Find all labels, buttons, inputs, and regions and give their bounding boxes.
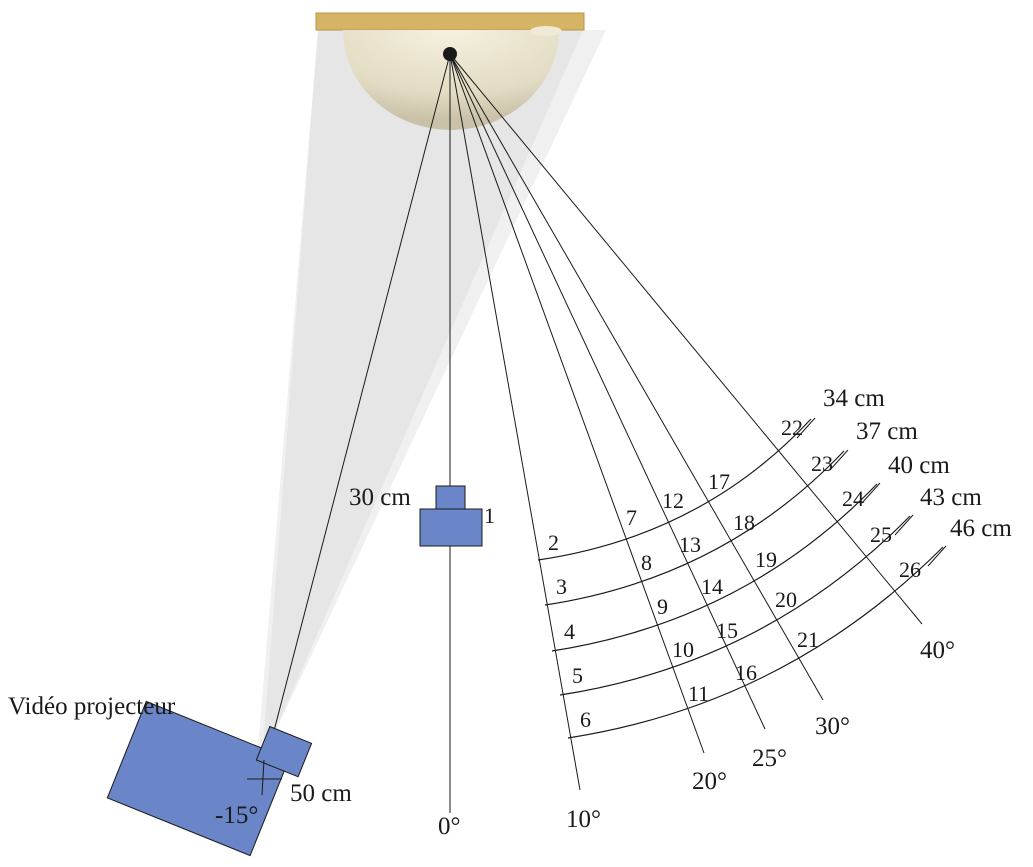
position-label: 16 [735, 660, 757, 685]
projector-lens [255, 725, 313, 778]
ray-10 [449, 53, 581, 791]
position-label: 10 [672, 637, 694, 662]
angle-label-20: 20° [692, 768, 727, 795]
position-label: 22 [781, 415, 803, 440]
position-label: 7 [626, 505, 637, 530]
tick-43cm [894, 514, 914, 536]
position-label: 6 [580, 707, 591, 732]
position-label: 5 [572, 663, 583, 688]
angle-label-0: 0° [438, 813, 461, 840]
distance-label-50cm: 50 cm [290, 780, 352, 807]
distance-label-40cm: 40 cm [888, 452, 950, 479]
source-label: Vidéo projecteur [8, 693, 176, 720]
position-labels: 1 2 3 4 5 6 7 8 9 10 11 12 13 14 15 16 1… [484, 415, 921, 732]
position-label: 17 [708, 469, 730, 494]
position-label: 4 [564, 619, 575, 644]
distance-label-34cm: 34 cm [823, 385, 885, 412]
distance-label-30cm: 30 cm [349, 484, 411, 511]
angle-label-40: 40° [920, 637, 955, 664]
tick-34cm [796, 417, 816, 439]
position-label: 13 [679, 532, 701, 557]
position-label: 19 [755, 547, 777, 572]
position-label: 15 [716, 618, 738, 643]
position-label: 8 [641, 550, 652, 575]
camera-body [419, 508, 483, 547]
arc-40cm [551, 483, 878, 652]
camera-lens [435, 485, 466, 510]
distance-label-43cm: 43 cm [920, 484, 982, 511]
arc-43cm [559, 515, 911, 696]
position-label: 25 [870, 522, 892, 547]
position-label: 26 [899, 557, 921, 582]
dome-mirror [343, 30, 559, 130]
position-label: 11 [688, 681, 709, 706]
position-label: 18 [733, 510, 755, 535]
position-label: 21 [797, 627, 819, 652]
ray-30 [449, 53, 824, 701]
position-label: 24 [842, 486, 864, 511]
projector-beam-narrow [262, 30, 583, 760]
angle-label-10: 10° [566, 806, 601, 833]
position-label: 12 [662, 488, 684, 513]
position-label: 2 [548, 530, 559, 555]
position-label: 14 [701, 574, 723, 599]
distance-label-37cm: 37 cm [856, 418, 918, 445]
distance-label-46cm: 46 cm [950, 515, 1012, 542]
projector-crosshair-v [261, 759, 265, 796]
projector-body [106, 700, 290, 857]
position-label: 1 [484, 503, 495, 528]
position-label: 3 [556, 574, 567, 599]
arc-46cm [567, 546, 944, 739]
ray-40 [449, 53, 923, 625]
angle-label-25: 25° [752, 745, 787, 772]
dome-highlight [530, 26, 562, 36]
arc-37cm [544, 450, 845, 606]
position-label: 20 [775, 587, 797, 612]
angle-label-30: 30° [815, 713, 850, 740]
ray-25 [449, 53, 766, 730]
distance-arcs [537, 418, 944, 739]
rays [262, 53, 923, 813]
tick-46cm [927, 545, 947, 567]
position-label: 23 [811, 451, 833, 476]
arc-end-ticks [796, 417, 947, 567]
position-label: 9 [657, 594, 668, 619]
ray-20 [449, 53, 705, 754]
ray-minus-15 [262, 53, 451, 774]
angle-label-minus-15: -15° [215, 802, 258, 829]
tick-40cm [861, 482, 881, 504]
projector-beam-wide [257, 30, 606, 760]
tick-37cm [829, 449, 849, 471]
video-projector [106, 700, 313, 857]
arc-34cm [537, 418, 812, 561]
